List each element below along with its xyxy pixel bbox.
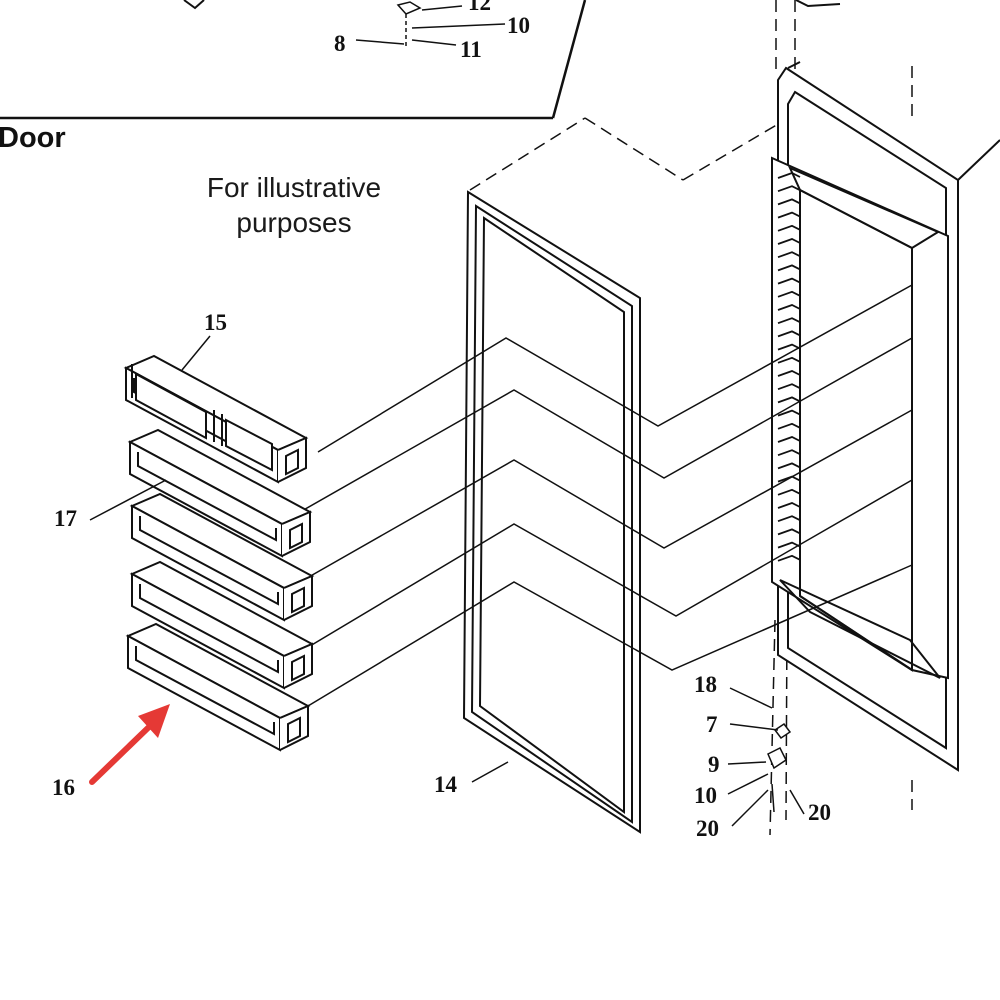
highlight-arrow-icon — [89, 704, 170, 785]
rail-tooth — [777, 211, 801, 219]
rail-tooth — [777, 383, 801, 391]
bin-outline — [289, 522, 303, 550]
callout-10-bottom: 10 — [694, 783, 717, 808]
bin-outline — [135, 372, 207, 440]
rail-tooth — [777, 251, 801, 259]
callout-18: 18 — [694, 672, 717, 697]
bin-outline — [137, 452, 277, 542]
callout-11: 11 — [460, 37, 482, 62]
bin-part-17-middle — [129, 492, 315, 622]
rail-tooth — [777, 343, 801, 351]
rail-tooth — [777, 396, 801, 404]
rail-tooth — [777, 515, 801, 523]
rail-tooth — [777, 422, 801, 430]
door-gasket — [462, 190, 641, 834]
rail-tooth — [777, 185, 801, 193]
rail-tooth — [777, 436, 801, 443]
rail-tooth — [777, 264, 801, 272]
bin-outline — [285, 448, 299, 476]
callout-12: 12 — [468, 0, 491, 15]
bottom-hinge-parts — [767, 722, 792, 813]
door-shelf-rail — [777, 172, 801, 562]
callout-14: 14 — [434, 772, 458, 797]
rail-tooth — [777, 502, 801, 509]
rail-tooth — [777, 528, 801, 536]
door-bins — [123, 354, 315, 752]
callout-16: 16 — [52, 775, 75, 800]
rail-tooth — [777, 277, 801, 285]
rail-tooth — [777, 554, 801, 562]
bin-outline — [287, 716, 301, 744]
bin-outline — [135, 646, 275, 736]
illustrative-note: For illustrative purposes — [168, 170, 420, 240]
bin-part-15 — [123, 354, 309, 484]
bin-part-17-lower — [129, 560, 315, 690]
bin-outline — [291, 654, 305, 682]
top-inset-panel — [0, 0, 587, 120]
illustrative-note-line-1: For illustrative — [206, 172, 382, 203]
rail-tooth — [777, 238, 801, 245]
callout-20-right: 20 — [808, 800, 831, 825]
callout-15: 15 — [204, 310, 227, 335]
rail-tooth — [777, 198, 801, 206]
projection-lines — [469, 0, 913, 836]
bin-outline — [291, 586, 305, 614]
bin-leader-lines — [297, 284, 913, 713]
rail-tooth — [777, 304, 801, 311]
rail-tooth — [777, 224, 801, 232]
bin-outline — [139, 516, 279, 606]
callout-leaders — [89, 335, 805, 827]
callout-10-top: 10 — [507, 13, 530, 38]
top-hinge-parts — [183, 0, 506, 48]
callout-7: 7 — [706, 712, 718, 737]
rail-tooth — [777, 330, 801, 338]
callout-8: 8 — [334, 31, 346, 56]
rail-tooth — [777, 317, 801, 325]
section-title: Door — [0, 122, 66, 154]
bin-outline — [225, 418, 273, 472]
rail-tooth — [777, 449, 801, 457]
bin-part-16 — [125, 622, 311, 752]
rail-tooth — [777, 290, 801, 298]
rail-tooth — [777, 488, 801, 496]
rail-tooth — [777, 409, 801, 417]
callout-9: 9 — [708, 752, 720, 777]
rail-tooth — [777, 370, 801, 377]
illustrative-note-line-2: purposes — [236, 207, 352, 238]
rail-tooth — [777, 356, 801, 364]
bin-outline — [139, 584, 279, 674]
refrigerator-door-assembly — [771, 0, 1000, 772]
bin-part-17-upper — [127, 428, 313, 558]
callout-20-left: 20 — [696, 816, 719, 841]
callout-17: 17 — [54, 506, 77, 531]
rail-tooth — [777, 172, 801, 179]
rail-tooth — [777, 462, 801, 470]
